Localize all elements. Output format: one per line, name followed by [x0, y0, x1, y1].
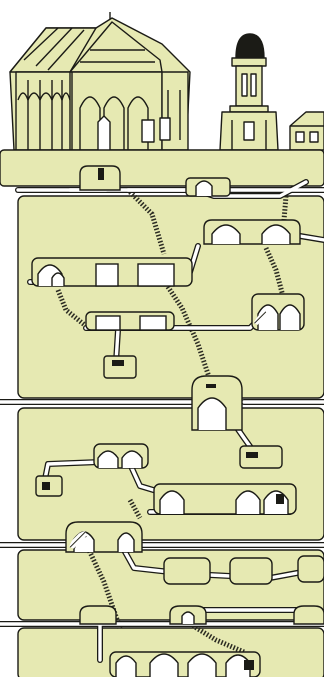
domed-tower-illustration	[220, 34, 278, 150]
stair-icon	[206, 384, 216, 388]
chamber	[298, 556, 324, 582]
chamber	[230, 558, 272, 584]
small-house-illustration	[290, 112, 324, 150]
ladder-icon	[42, 482, 50, 490]
chamber	[80, 606, 116, 624]
ground-level-surface	[0, 150, 324, 186]
ground-level-2	[18, 408, 324, 540]
chamber	[164, 558, 210, 584]
ladder-icon	[112, 360, 124, 366]
ladder-icon	[276, 494, 284, 504]
surface-buildings	[10, 12, 324, 150]
ladder-icon	[98, 168, 104, 180]
chamber	[104, 356, 136, 378]
ladder-icon	[244, 660, 254, 670]
church-illustration	[10, 12, 190, 150]
ladder-icon	[246, 452, 258, 458]
